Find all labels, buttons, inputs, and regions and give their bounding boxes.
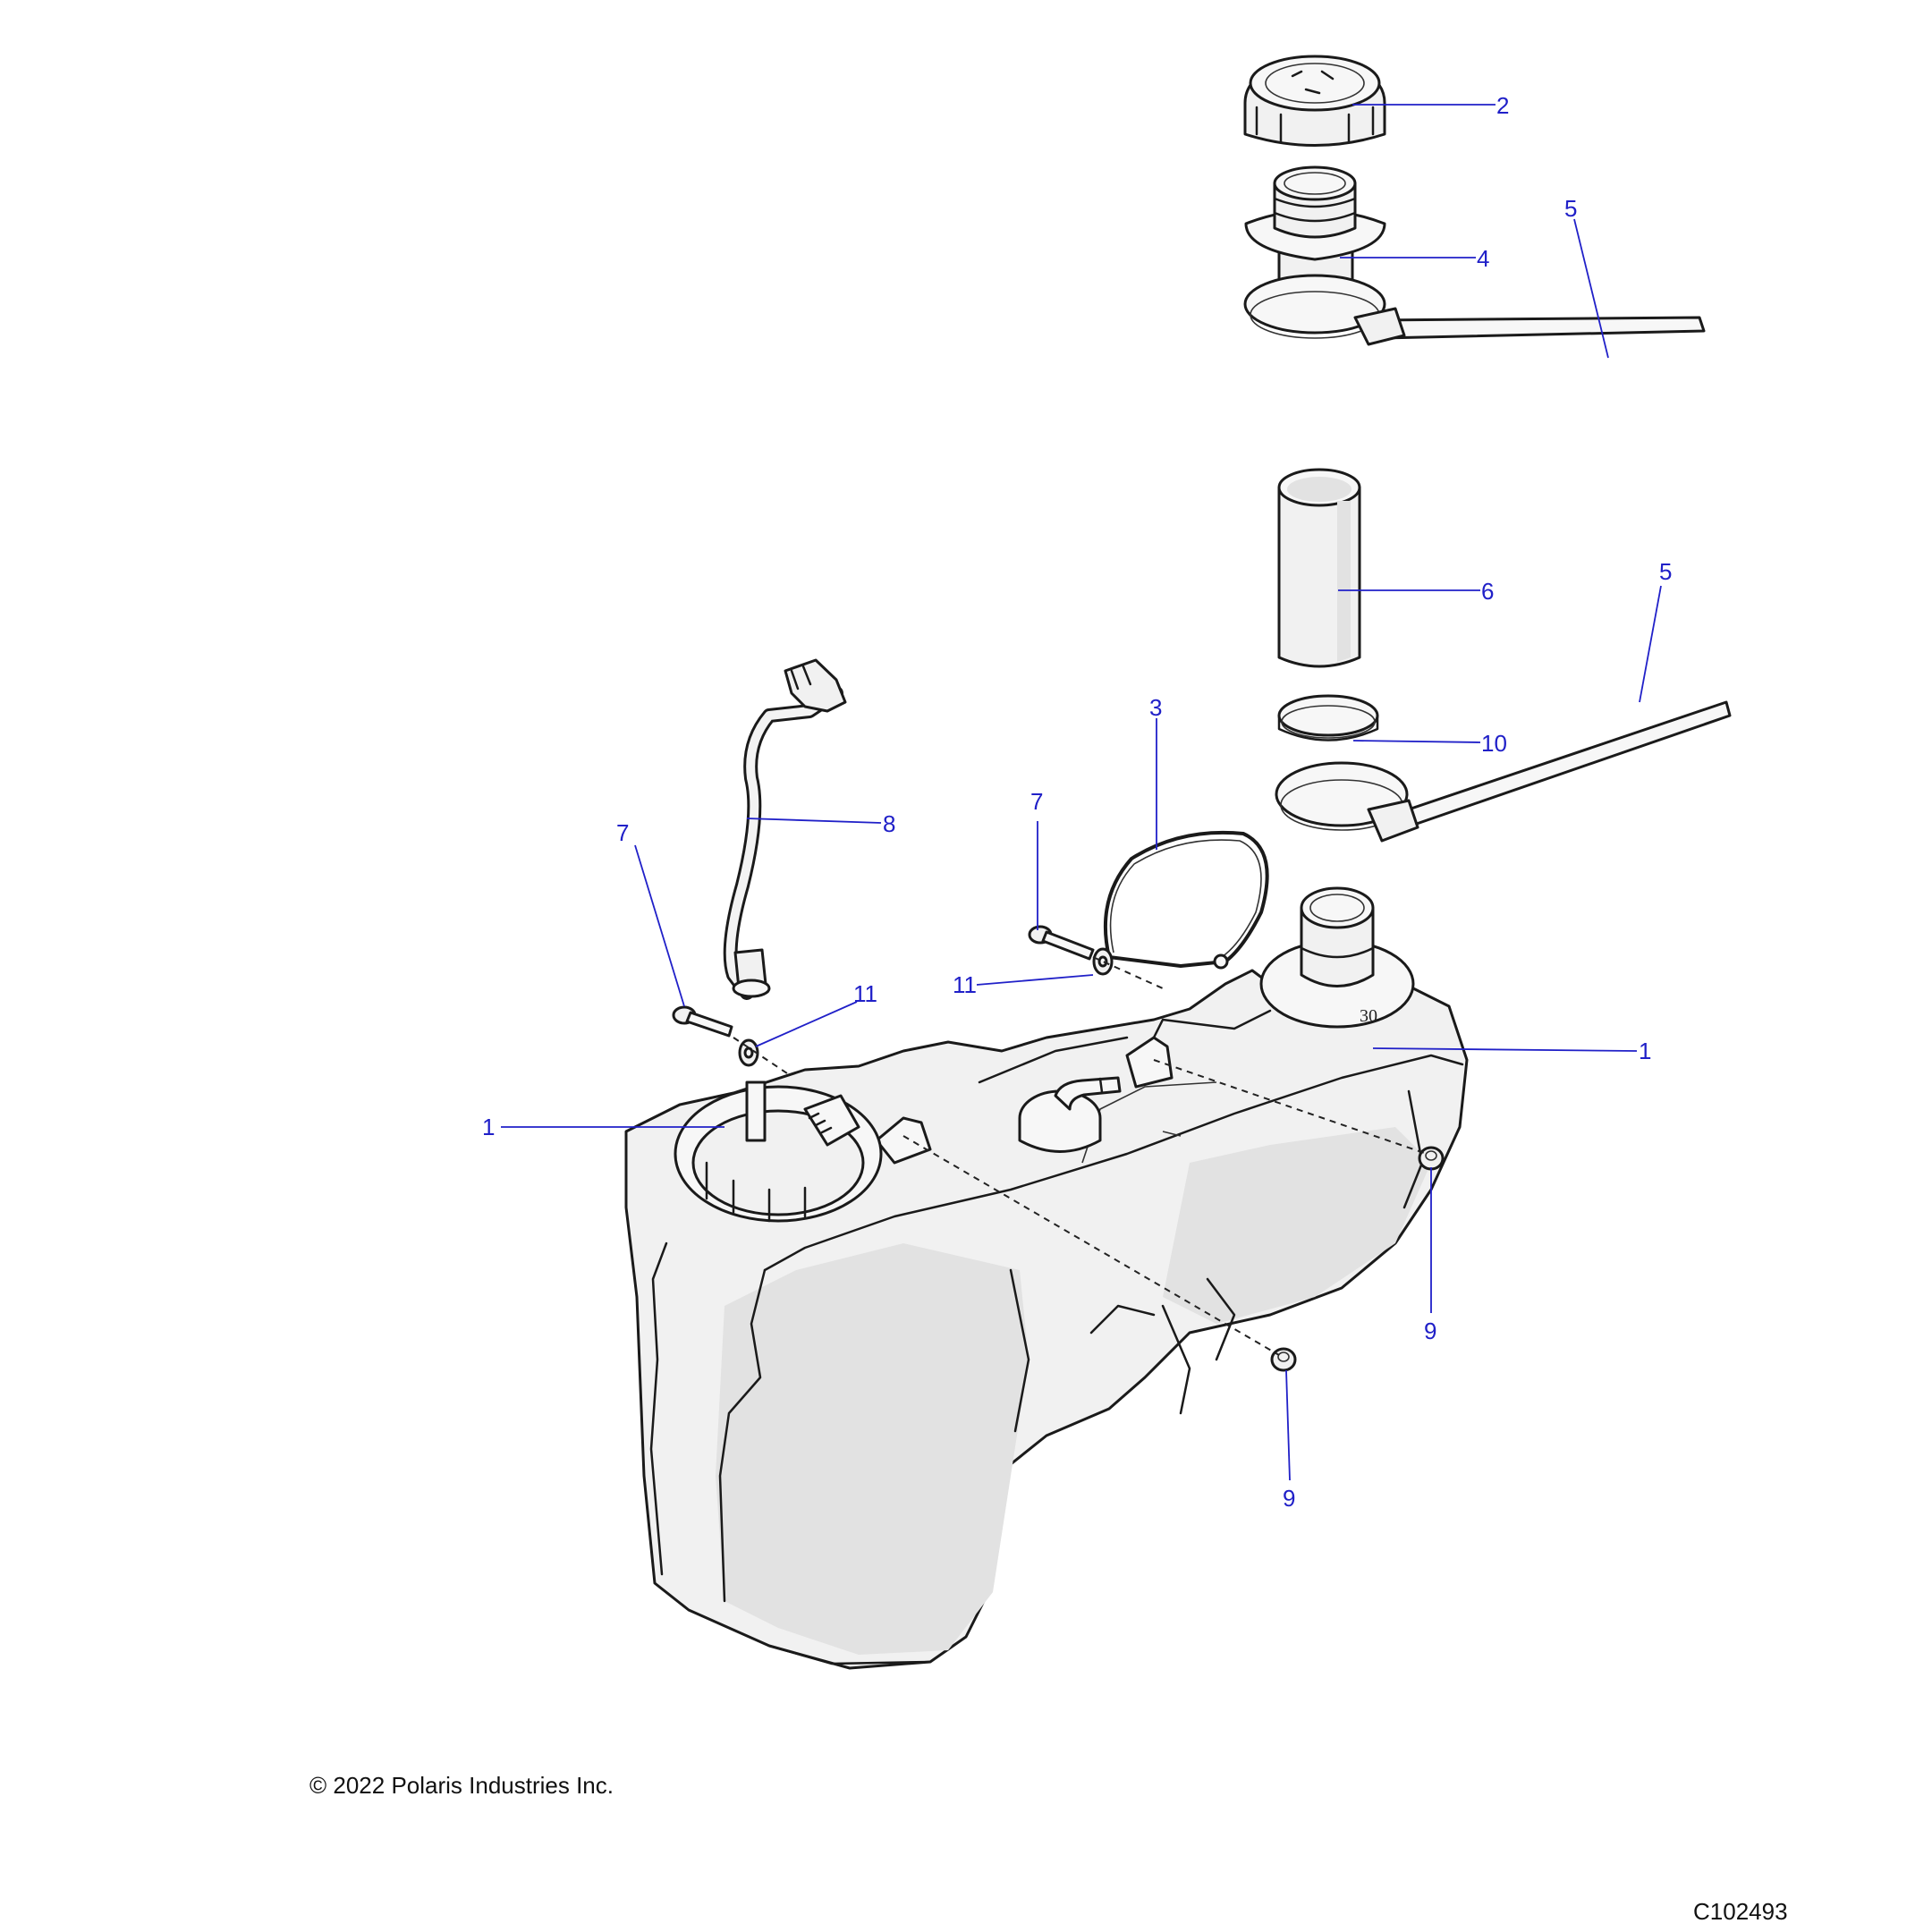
leader-lines <box>501 104 1662 1481</box>
band-clamp <box>1277 694 1379 741</box>
bolt-left <box>672 1005 733 1038</box>
tank-filler-neck: 30 <box>1259 886 1415 1029</box>
nut-lower <box>1270 1347 1297 1372</box>
callout-tank-right: 1 <box>1639 1038 1651 1064</box>
callout-nut-lower: 9 <box>1283 1485 1295 1512</box>
callout-labels: 2 4 5 6 5 10 3 7 8 7 11 11 1 1 9 9 <box>482 92 1672 1512</box>
callout-nut-right: 9 <box>1424 1318 1436 1344</box>
tank-vent-fitting <box>1018 1076 1122 1153</box>
callout-washer-right: 11 <box>953 971 977 998</box>
washer-right <box>1092 947 1114 976</box>
callout-washer-left: 11 <box>853 980 877 1007</box>
callout-clamp-upper: 5 <box>1564 195 1577 222</box>
copyright-notice: © 2022 Polaris Industries Inc. <box>309 1772 614 1799</box>
callout-tank-pump: 1 <box>482 1114 495 1140</box>
callout-clamp-lower: 5 <box>1659 558 1672 585</box>
filler-hose <box>1277 468 1361 668</box>
bolt-right <box>1028 925 1095 961</box>
vent-line <box>723 658 847 1000</box>
tank-molded-mark: 30 <box>1360 1006 1377 1026</box>
assembly-paths <box>733 956 1428 1356</box>
fuel-cap <box>1243 55 1386 147</box>
callout-hose: 6 <box>1481 578 1494 605</box>
clamp-strap-lower <box>1275 700 1732 843</box>
figure-id: C102493 <box>1693 1898 1788 1925</box>
callout-bolt-left: 7 <box>616 819 629 846</box>
fuel-tank <box>624 969 1469 1670</box>
callout-band-clamp: 10 <box>1481 730 1507 757</box>
clamp-strap-upper <box>1243 274 1706 346</box>
callout-fuel-cap: 2 <box>1496 92 1509 119</box>
gasket-ring <box>1103 830 1269 970</box>
nut-right <box>1418 1146 1445 1171</box>
callout-bolt-right: 7 <box>1030 788 1043 815</box>
callout-filler-neck: 4 <box>1477 245 1489 272</box>
fuel-pump-module <box>674 1080 883 1223</box>
callout-vent-line: 8 <box>883 810 895 837</box>
callout-gasket-ring: 3 <box>1149 694 1162 721</box>
